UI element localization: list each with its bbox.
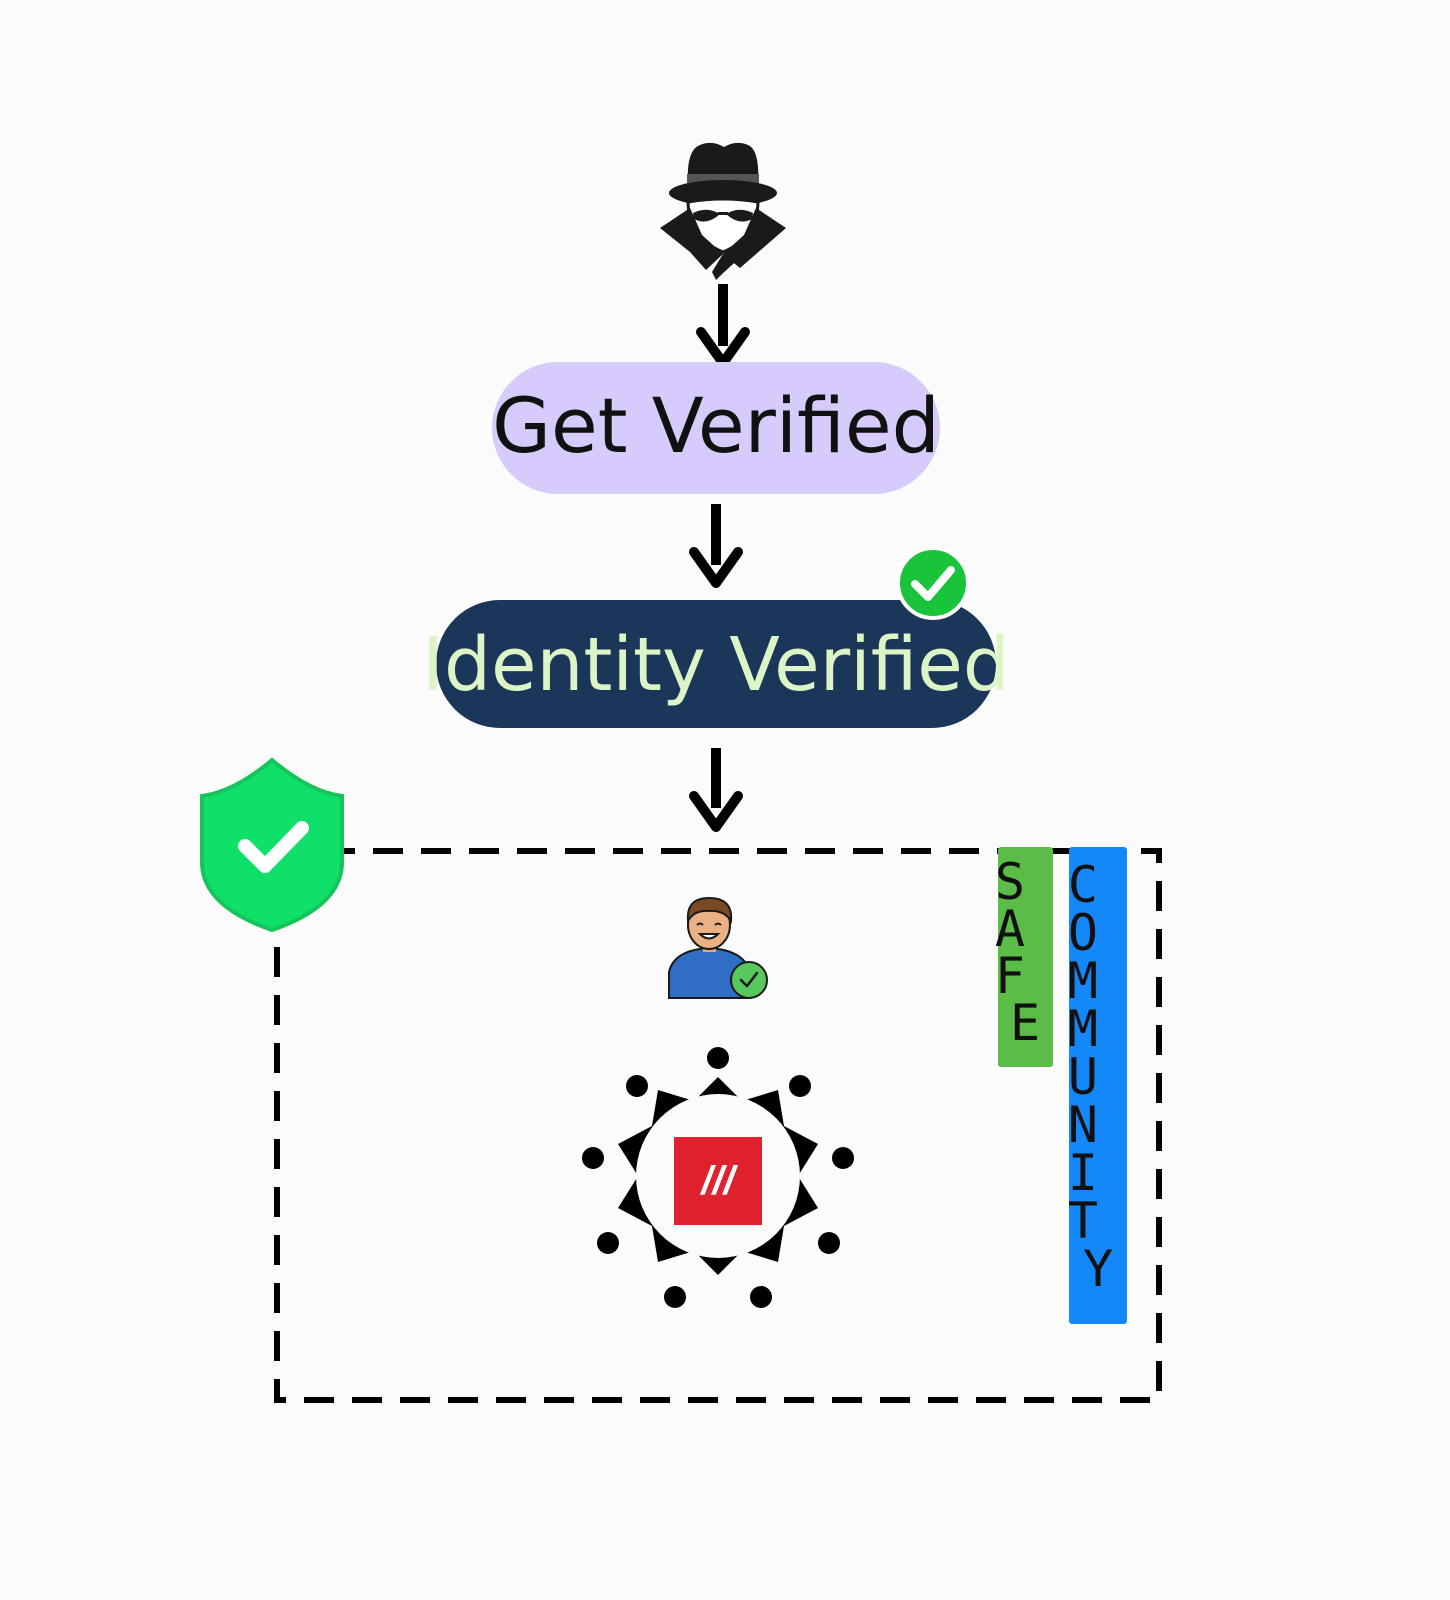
community-letter: M bbox=[1068, 1000, 1098, 1058]
community-letter: I bbox=[1068, 1144, 1098, 1202]
spy-icon bbox=[660, 142, 786, 280]
verified-user-avatar-icon bbox=[668, 896, 768, 999]
community-label: C O M M U N I T Y bbox=[1068, 856, 1128, 1298]
safe-community-boundary bbox=[274, 848, 1162, 1403]
get-verified-pill bbox=[492, 362, 940, 494]
arrow-down bbox=[696, 284, 750, 368]
community-letter: O bbox=[1068, 904, 1098, 962]
identity-verified-pill bbox=[436, 600, 996, 728]
community-label-banner: C O M M U N I T Y bbox=[1068, 847, 1128, 1324]
community-letter: T bbox=[1068, 1192, 1098, 1250]
checkmark-badge-icon bbox=[896, 546, 970, 620]
community-logo-text: /// bbox=[699, 1159, 738, 1203]
identity-verified-step: Identity Verified bbox=[422, 546, 1010, 728]
get-verified-label: Get Verified bbox=[492, 381, 940, 470]
community-letter: N bbox=[1068, 1096, 1098, 1154]
people-circle-icon: /// bbox=[582, 1047, 854, 1308]
community-letter: C bbox=[1068, 856, 1098, 914]
safe-label: S A F E bbox=[995, 853, 1055, 1052]
safe-letter: S bbox=[995, 853, 1025, 911]
shield-check-icon bbox=[200, 757, 344, 933]
arrow-down bbox=[689, 748, 743, 832]
community-logo bbox=[674, 1137, 762, 1225]
community-letter: Y bbox=[1083, 1240, 1113, 1298]
safe-letter: A bbox=[995, 900, 1025, 958]
community-letter: U bbox=[1068, 1048, 1098, 1106]
safe-letter: F bbox=[995, 947, 1025, 1005]
arrow-down bbox=[689, 504, 743, 588]
safe-letter: E bbox=[1010, 994, 1040, 1052]
community-letter: M bbox=[1068, 952, 1098, 1010]
get-verified-step: Get Verified bbox=[492, 362, 940, 494]
safe-label-banner: S A F E bbox=[995, 847, 1055, 1067]
identity-verified-label: Identity Verified bbox=[422, 622, 1010, 708]
